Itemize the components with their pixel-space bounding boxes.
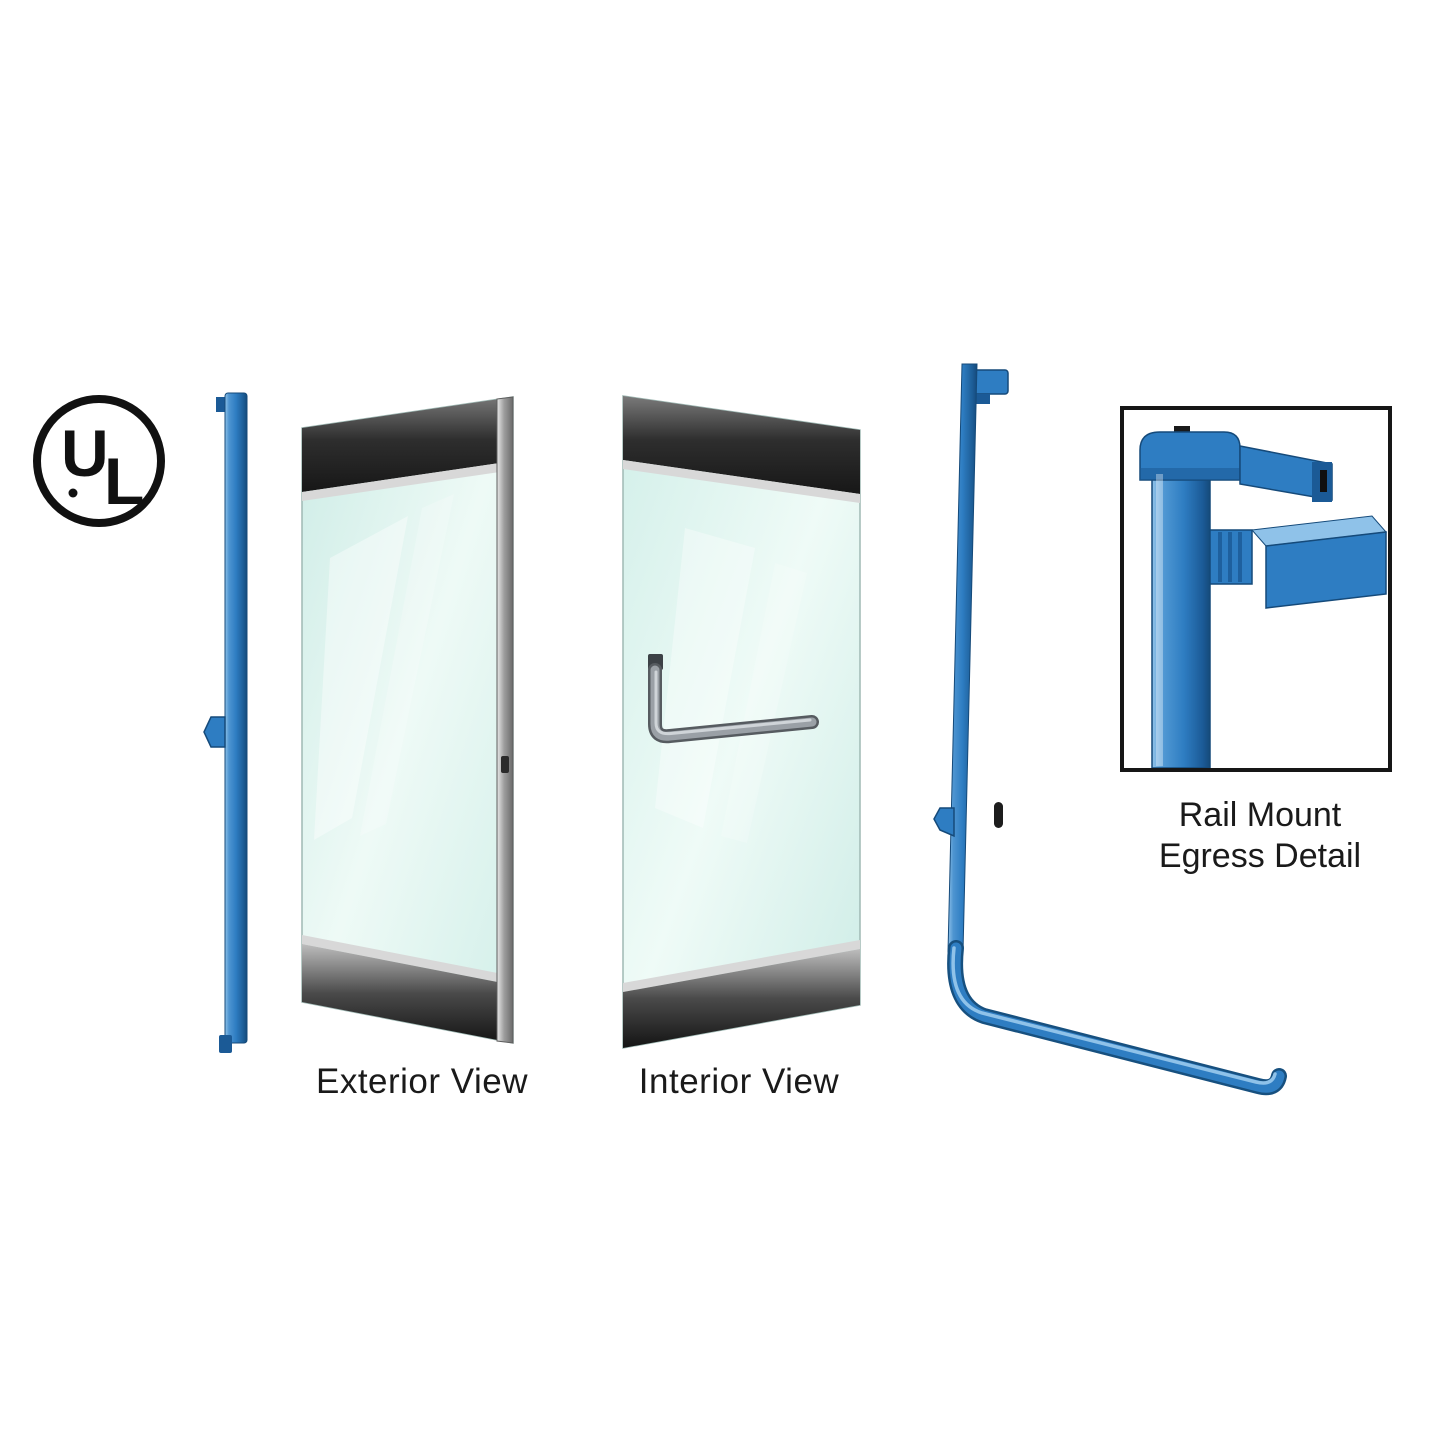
device-handle-body (949, 942, 1285, 1093)
device-latch (933, 807, 955, 838)
device-top-bracket (973, 369, 1009, 395)
door-bottom-rail (302, 944, 513, 1043)
rail-mount-detail-inset (1120, 406, 1392, 772)
glass-reflection-2 (721, 563, 807, 843)
egress-assembly-graphic (933, 363, 1287, 1096)
ul-letter-u: U (61, 416, 109, 490)
ul-letter-l: L (104, 444, 144, 518)
door-bottom-rail (623, 949, 860, 1048)
exterior-view-label: Exterior View (315, 1062, 529, 1101)
rail-latch (203, 716, 226, 748)
door-top-trim (623, 460, 860, 503)
push-rail-exterior (496, 396, 514, 1044)
detail-caption-line1: Rail Mount (1178, 796, 1342, 834)
ul-registered-dot (68, 488, 78, 498)
egress-handle-highlight (654, 670, 812, 736)
rail-mount-detail-drawing (1139, 426, 1388, 769)
door-bottom-trim (623, 940, 860, 992)
detail-tube-highlight (1156, 474, 1163, 766)
door-top-trim (302, 461, 513, 501)
detail-caption-line2: Egress Detail (1158, 837, 1362, 875)
interior-view-label: Interior View (638, 1062, 840, 1101)
ul-logo-circle (33, 395, 165, 527)
cylinder-latch (501, 756, 509, 773)
device-top-bracket-lip (974, 394, 990, 404)
detail-caption: Rail Mount Egress Detail (1095, 795, 1425, 877)
ul-certification-logo: U L (33, 395, 165, 527)
strike-slot (994, 802, 1003, 828)
rail-top-tab (216, 397, 225, 412)
door-bottom-trim (302, 935, 513, 985)
detail-rail-tube (1151, 471, 1211, 769)
glass-reflection (314, 516, 408, 840)
rail-bar (224, 392, 248, 1044)
device-handle-highlight (951, 946, 1277, 1085)
glass-reflection-2 (360, 494, 454, 836)
interior-door-graphic (622, 395, 861, 1049)
egress-rail-edge-graphic (203, 392, 248, 1053)
glass-reflection (655, 528, 755, 828)
door-top-rail (623, 396, 860, 494)
exterior-door-graphic (301, 396, 514, 1044)
rail-bottom-tab (219, 1035, 232, 1053)
detail-head-underside (1140, 468, 1240, 480)
device-rail-bar (947, 363, 978, 953)
detail-clamp-slot (1320, 470, 1327, 492)
door-top-rail (302, 397, 513, 492)
detail-latch-block-front (1265, 531, 1387, 609)
detail-set-screw (1174, 426, 1190, 436)
